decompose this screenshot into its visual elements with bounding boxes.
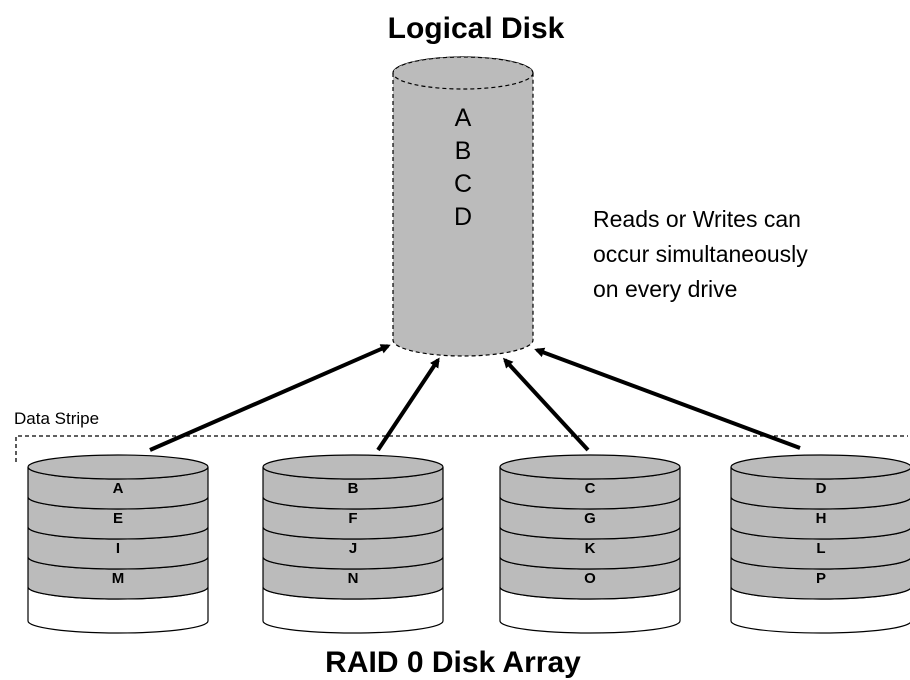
platter-label: G <box>584 510 596 527</box>
logical-disk-letter-c: C <box>454 170 472 198</box>
logical-disk-letter-d: D <box>454 203 472 231</box>
disk-top-cap <box>499 454 681 480</box>
disk-top-cap <box>262 454 444 480</box>
platter-label: I <box>116 540 120 557</box>
disk-top-cap <box>27 454 209 480</box>
platter-label: D <box>816 480 827 497</box>
platter-label: K <box>585 540 596 557</box>
platter-label: C <box>585 480 596 497</box>
arrow-disk-4 <box>534 347 801 450</box>
data-stripe-label: Data Stripe <box>14 409 99 428</box>
platter-label: L <box>816 540 825 557</box>
platter-label: J <box>349 540 357 557</box>
platter-label: B <box>348 480 359 497</box>
logical-disk-letter-a: A <box>455 104 472 132</box>
data-stripe-line <box>15 435 908 462</box>
platter-label: H <box>816 510 827 527</box>
platter-label: O <box>584 570 596 587</box>
logical-disk-title: Logical Disk <box>388 12 565 45</box>
platter-label: E <box>113 510 123 527</box>
platter-label: P <box>816 570 826 587</box>
disk-top-cap <box>730 454 910 480</box>
platter-label: F <box>348 510 357 527</box>
arrow-disk-1 <box>149 344 391 452</box>
arrows <box>149 344 801 452</box>
arrow-disk-3 <box>502 357 590 452</box>
logical-disk-cylinder <box>392 56 534 357</box>
array-title: RAID 0 Disk Array <box>325 646 581 679</box>
note-line-3: on every drive <box>593 276 737 302</box>
note-line-2: occur simultaneously <box>593 241 808 267</box>
platter-label: M <box>112 570 125 587</box>
platter-label: A <box>113 480 124 497</box>
arrow-disk-2 <box>376 357 440 452</box>
logical-disk-letter-b: B <box>455 137 472 165</box>
platter-label: N <box>348 570 359 587</box>
note-line-1: Reads or Writes can <box>593 206 801 232</box>
